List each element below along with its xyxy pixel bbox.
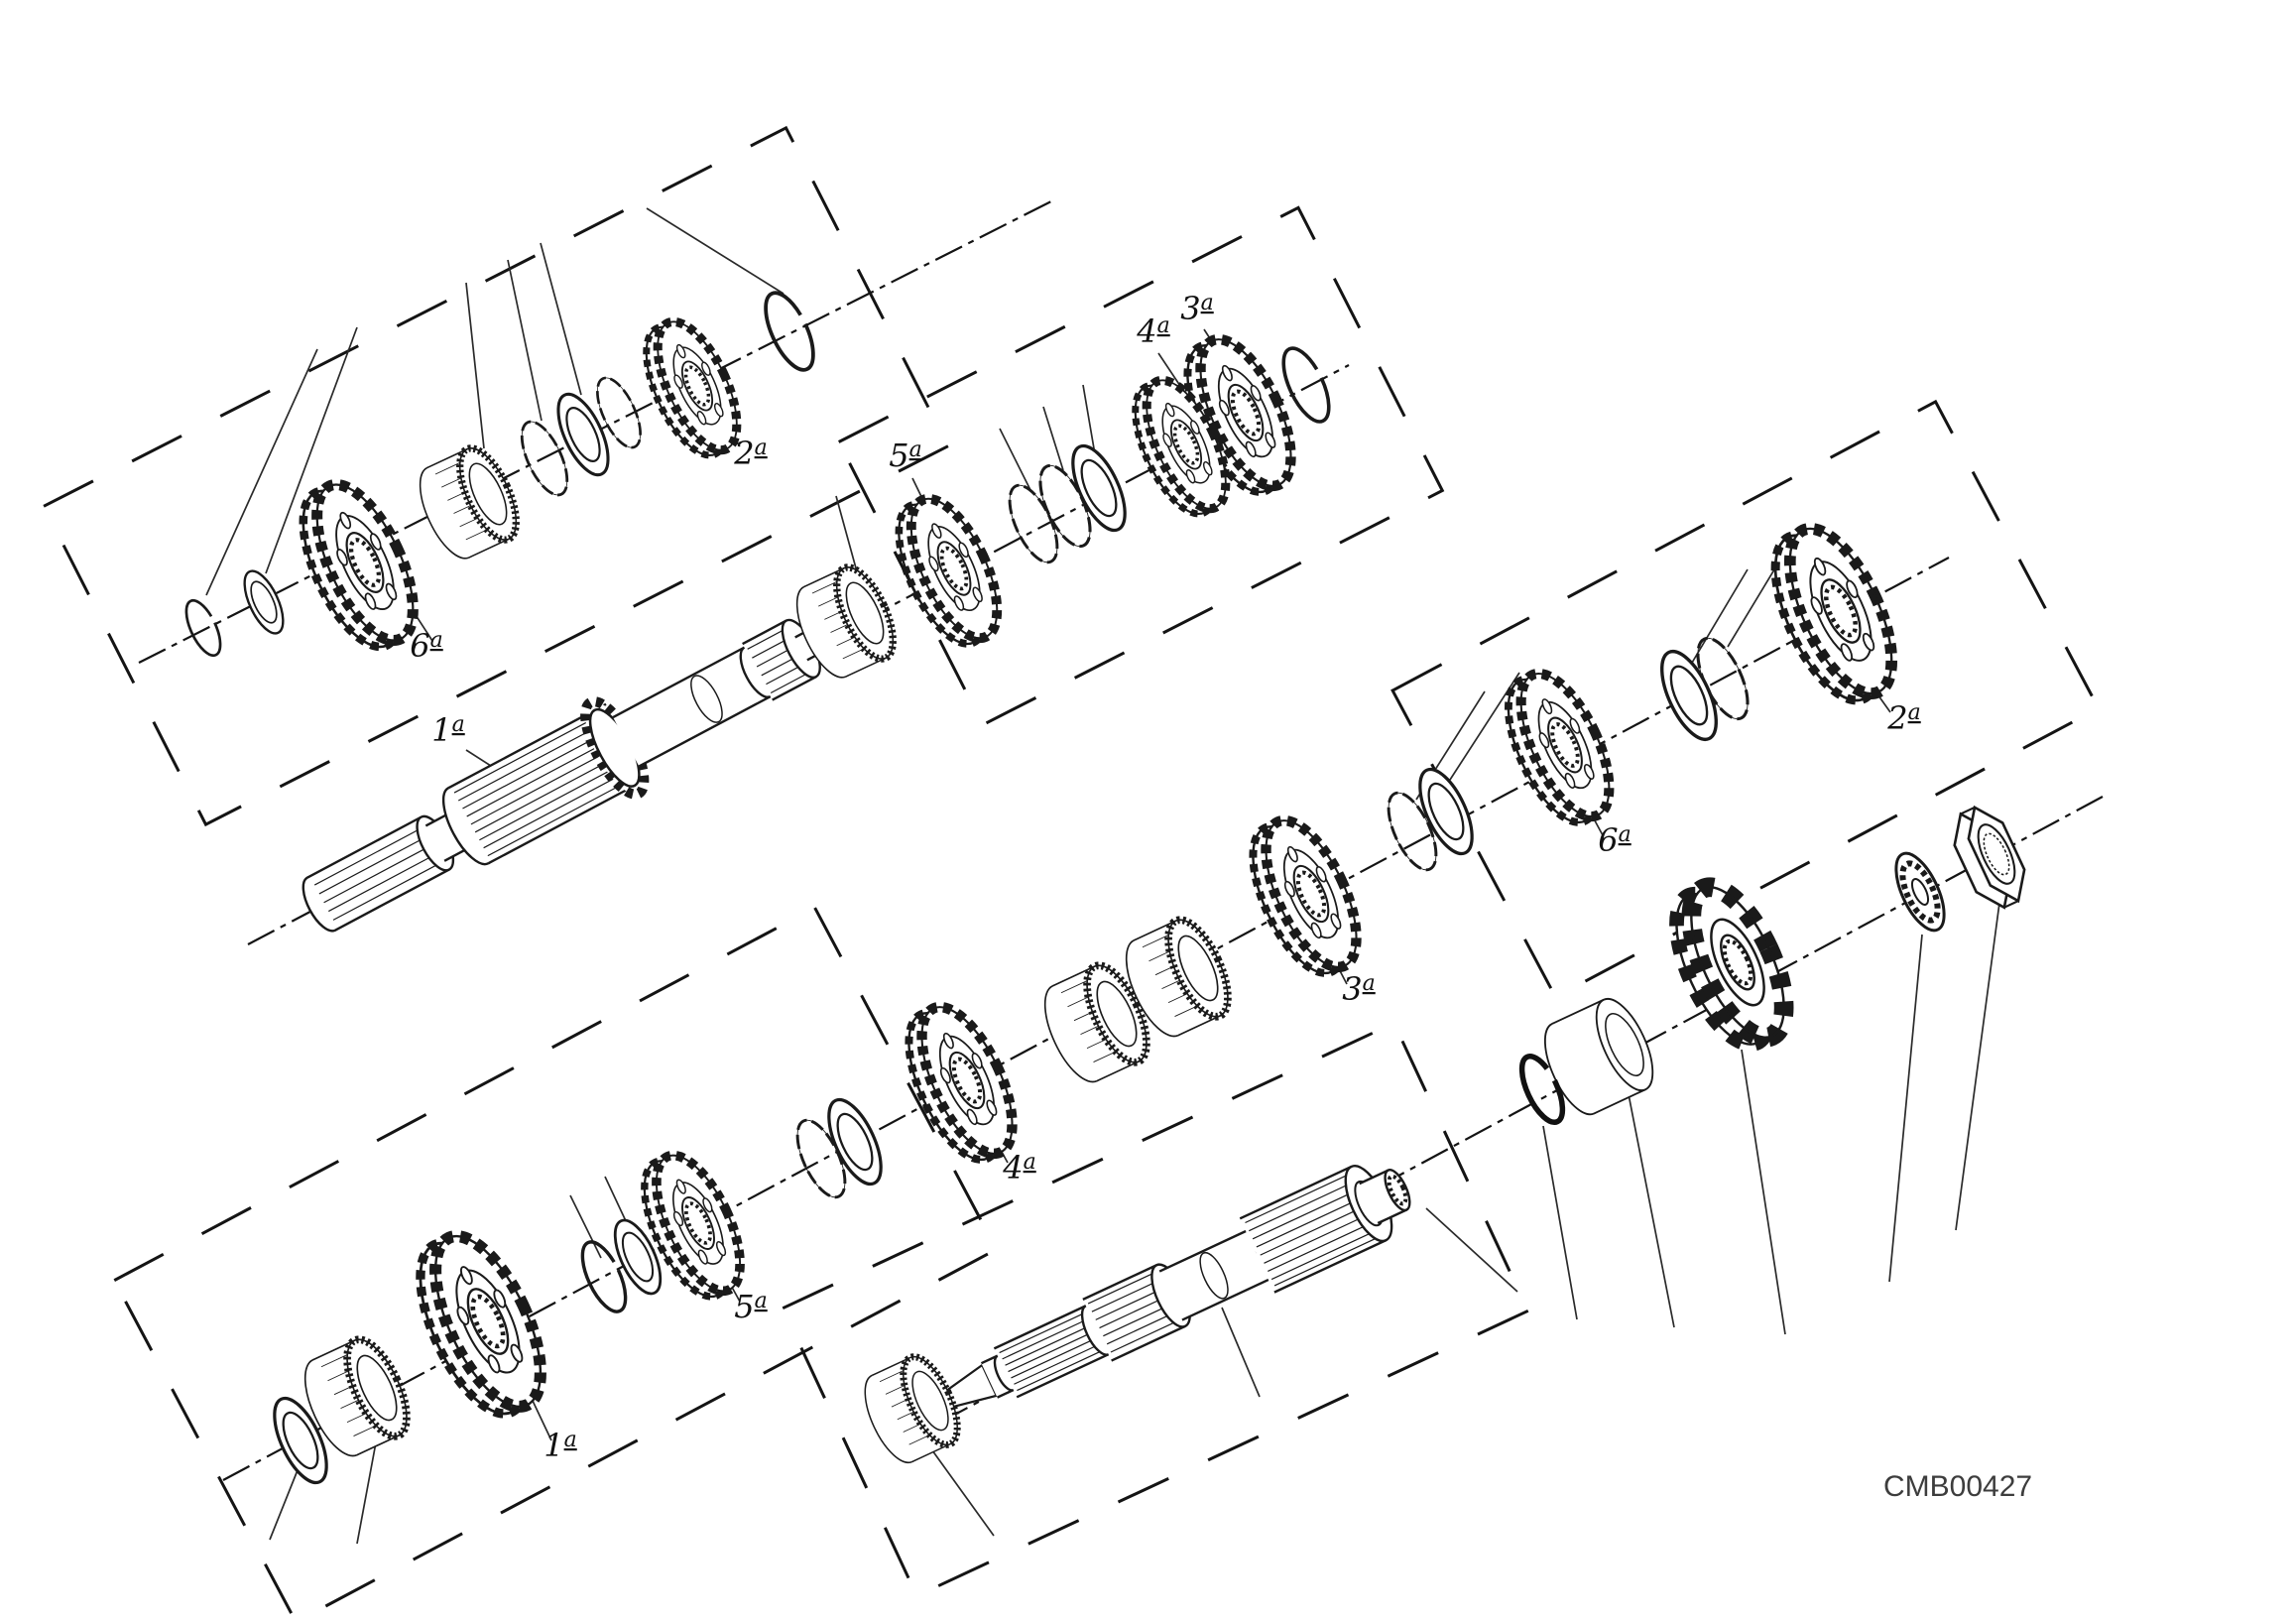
label-6th-input: 6a	[410, 627, 442, 665]
label-4th-main-shaft: 4a	[1136, 312, 1169, 350]
label-5th-main-shaft: 5a	[889, 437, 921, 474]
boundary-right-group	[1390, 399, 2101, 1000]
o-ring	[1518, 1054, 1566, 1125]
sprocket-spacer-bush	[1532, 990, 1665, 1124]
gear-4th-output	[891, 994, 1031, 1172]
label-3rd-output: 3a	[1342, 970, 1375, 1008]
shim-washer-output-3	[816, 1090, 894, 1193]
front-sprocket	[1657, 874, 1803, 1058]
shim-washer-mid-1	[1060, 437, 1138, 540]
shim-washer-output-1	[1648, 642, 1730, 749]
shim-washer-input-end	[235, 563, 293, 641]
gear-3rd-output	[1235, 808, 1376, 985]
label-1st-main-shaft: 1a	[431, 711, 464, 749]
circlip-input-top	[754, 284, 825, 379]
label-1st-output: 1a	[544, 1427, 576, 1464]
label-5th-output: 5a	[734, 1288, 767, 1325]
boundary-bottom-left-group	[112, 906, 999, 1623]
splined-lock-washer	[1894, 851, 1946, 933]
sprocket-nut	[1942, 798, 2037, 918]
label-2nd-output: 2a	[1886, 699, 1920, 737]
needle-bearing-input	[409, 440, 528, 566]
shim-washer-input-mid	[546, 385, 620, 484]
label-6th-output: 6a	[1598, 821, 1631, 859]
gear-position-labels: 6a 2a 1a 5a 4a 3a 2a 6a 3a 4a 5a 1a	[410, 290, 1920, 1464]
gear-2nd-output	[1754, 514, 1912, 714]
gearbox-main-shaft	[302, 618, 844, 933]
boundary-output-shaft-group	[781, 1021, 1530, 1598]
boundary-mid-cluster	[836, 205, 1445, 727]
drawing-code: CMB00427	[1883, 1470, 2032, 1503]
gearbox-output-shaft	[939, 1165, 1411, 1410]
label-4th-output: 4a	[1002, 1149, 1035, 1186]
circlip-input-end	[178, 594, 229, 662]
boundary-input-group	[42, 125, 950, 827]
gear-1st-output	[399, 1221, 562, 1429]
gear-5th-main-shaft	[882, 487, 1015, 657]
label-3rd-main-shaft: 3a	[1180, 290, 1213, 327]
needle-bearing-output-shaft-tip	[854, 1349, 968, 1470]
label-2nd-input: 2a	[733, 435, 767, 472]
snap-ring-mid	[998, 477, 1069, 570]
